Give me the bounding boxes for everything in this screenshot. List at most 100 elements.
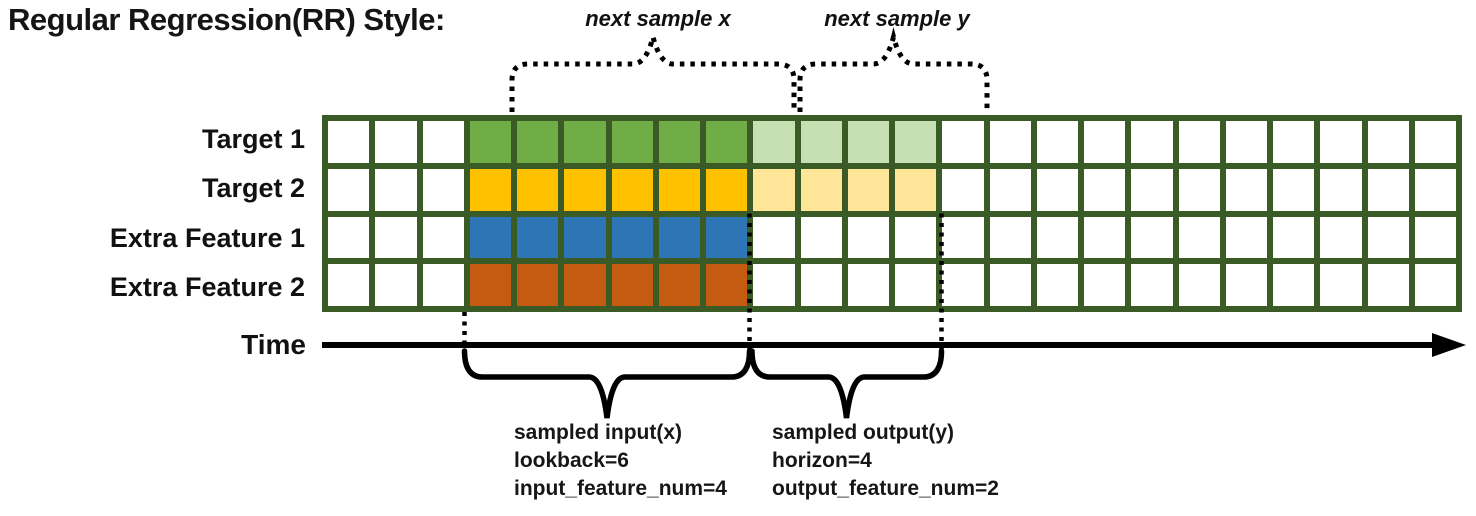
next-sample-y-brace: [797, 27, 990, 112]
grid-cell: [1131, 216, 1173, 259]
next-sample-x-label: next sample x: [585, 6, 731, 31]
grid-cell: [847, 264, 889, 306]
grid-cell: [942, 121, 984, 163]
grid-cell: [1084, 168, 1126, 211]
diagram-title: Regular Regression(RR) Style:: [8, 2, 445, 37]
grid-cell: [706, 168, 748, 211]
next-sample-x-brace: [509, 27, 797, 112]
grid-cell: [847, 216, 889, 259]
annotation-line: sampled output(y): [772, 421, 954, 444]
sampled-input-brace: [461, 348, 753, 419]
grid-cell: [895, 264, 937, 306]
grid-cell: [753, 264, 795, 306]
annotation-line: output_feature_num=2: [772, 477, 999, 500]
sampled-output-annotation: sampled output(y) horizon=4 output_feature…: [772, 419, 999, 503]
grid-cell: [658, 216, 700, 259]
grid-cell: [1320, 168, 1362, 211]
grid-cell: [375, 264, 417, 306]
grid-cell: [564, 121, 606, 163]
grid-cell: [706, 264, 748, 306]
grid-cell: [1131, 121, 1173, 163]
grid-cell: [706, 216, 748, 259]
grid-cell: [328, 121, 370, 163]
grid-cell: [942, 168, 984, 211]
grid-cell: [989, 264, 1031, 306]
grid-cell: [564, 168, 606, 211]
grid-cell: [469, 264, 511, 306]
grid-cell: [564, 216, 606, 259]
sampling-grid: [322, 115, 1462, 312]
grid-cell: [517, 264, 559, 306]
grid-cell: [564, 264, 606, 306]
grid-cell: [800, 168, 842, 211]
grid-cell: [375, 168, 417, 211]
grid-cell: [328, 216, 370, 259]
grid-cell: [1036, 168, 1078, 211]
grid-cell: [895, 168, 937, 211]
grid-cell: [517, 216, 559, 259]
grid-cell: [989, 168, 1031, 211]
grid-cell: [1036, 216, 1078, 259]
grid-cell: [1367, 264, 1409, 306]
grid-cell: [375, 216, 417, 259]
grid-cell: [989, 216, 1031, 259]
grid-cell: [1225, 121, 1267, 163]
grid-cell: [1084, 121, 1126, 163]
grid-cell: [658, 264, 700, 306]
grid-cell: [1131, 264, 1173, 306]
grid-cell: [895, 216, 937, 259]
grid-cell: [1084, 264, 1126, 306]
grid-cell: [1273, 168, 1315, 211]
grid-cell: [1414, 264, 1456, 306]
grid-cell: [1320, 264, 1362, 306]
grid-cell: [658, 168, 700, 211]
grid-cell: [517, 121, 559, 163]
grid-cell: [1131, 168, 1173, 211]
grid-cell: [1320, 216, 1362, 259]
grid-cell: [375, 121, 417, 163]
grid-cell: [469, 121, 511, 163]
grid-cell: [1367, 121, 1409, 163]
grid-cell: [706, 121, 748, 163]
grid-cell: [422, 168, 464, 211]
grid-cell: [611, 264, 653, 306]
time-axis-label: Time: [241, 329, 306, 360]
grid-cell: [989, 121, 1031, 163]
grid-cell: [469, 168, 511, 211]
grid-cell: [800, 121, 842, 163]
grid-cell: [1084, 216, 1126, 259]
annotation-line: input_feature_num=4: [514, 477, 727, 500]
row-label: Target 2: [201, 173, 305, 204]
grid-cell: [1367, 216, 1409, 259]
grid-cell: [422, 264, 464, 306]
grid-cell: [1273, 216, 1315, 259]
row-label: Extra Feature 2: [109, 271, 305, 302]
grid-cell: [517, 168, 559, 211]
annotation-line: sampled input(x): [514, 421, 683, 444]
grid-cell: [611, 168, 653, 211]
grid-cell: [753, 216, 795, 259]
grid-cell: [1225, 264, 1267, 306]
row-label: Extra Feature 1: [109, 222, 305, 253]
grid-cell: [469, 216, 511, 259]
grid-cell: [1414, 216, 1456, 259]
grid-cell: [1225, 216, 1267, 259]
grid-cell: [942, 216, 984, 259]
grid-cell: [942, 264, 984, 306]
grid-cell: [611, 216, 653, 259]
annotation-line: horizon=4: [772, 449, 872, 472]
grid-cell: [1036, 264, 1078, 306]
grid-cell: [658, 121, 700, 163]
grid-cell: [1367, 168, 1409, 211]
grid-cell: [328, 264, 370, 306]
grid-cell: [328, 168, 370, 211]
grid-cell: [422, 216, 464, 259]
next-sample-y-label: next sample y: [824, 6, 970, 31]
grid-cell: [1414, 168, 1456, 211]
time-axis-arrowhead-icon: [1432, 333, 1466, 357]
grid-cell: [895, 121, 937, 163]
grid-cell: [1178, 216, 1220, 259]
row-label: Target 1: [201, 124, 305, 155]
